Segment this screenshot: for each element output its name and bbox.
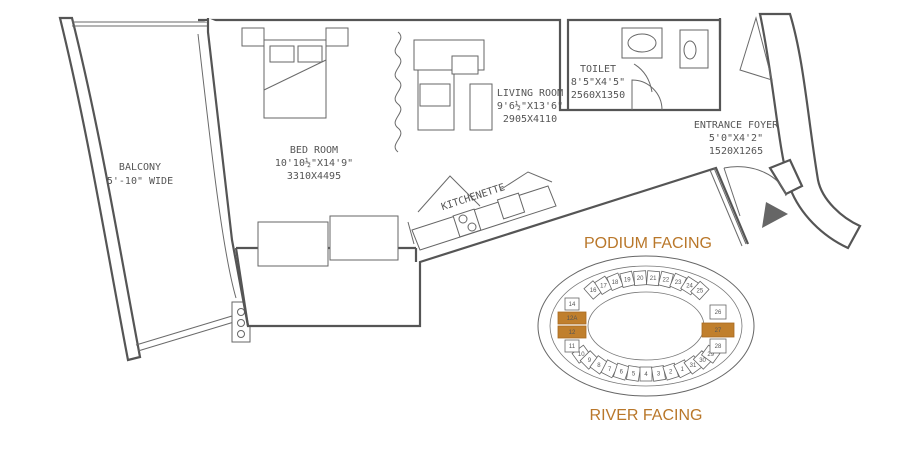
seat-label-23: 23: [675, 280, 682, 286]
seat-label-4: 4: [644, 372, 648, 378]
entry-arrow: [762, 202, 788, 228]
seat-label-19: 19: [624, 277, 631, 283]
balcony: [58, 16, 251, 362]
seat-label-29: 29: [707, 352, 714, 358]
entrance-structure: [723, 12, 862, 250]
seat-label-24: 24: [686, 284, 693, 290]
seat-block-20: [633, 270, 648, 286]
balcony-label: BALCONY 5'-10" WIDE: [107, 162, 173, 187]
seat-label-25: 25: [696, 288, 703, 294]
seat-block-12A: [557, 311, 587, 325]
seat-label-12A: 12A: [567, 316, 578, 322]
seat-label-31: 31: [690, 363, 697, 369]
living-room-label: LIVING ROOM 9'6½"X13'6" 2905X4110: [497, 88, 563, 125]
seat-label-21: 21: [650, 276, 657, 282]
bedroom-furniture: [241, 27, 402, 267]
svg-text:3310X4495: 3310X4495: [287, 171, 341, 182]
svg-text:9'6½"X13'6": 9'6½"X13'6": [497, 100, 563, 112]
seat-label-12: 12: [569, 330, 576, 336]
toilet-fixtures: [621, 27, 709, 111]
seat-block-19: [619, 270, 636, 289]
svg-text:BALCONY: BALCONY: [119, 162, 161, 173]
seat-label-14: 14: [569, 302, 576, 308]
seat-label-1: 1: [681, 367, 685, 373]
seat-label-30: 30: [699, 358, 706, 364]
podium-facing-label: PODIUM FACING: [584, 235, 712, 252]
svg-text:LIVING ROOM: LIVING ROOM: [497, 88, 563, 99]
seat-label-20: 20: [637, 276, 644, 282]
seat-label-16: 16: [590, 288, 597, 294]
seat-label-3: 3: [657, 371, 661, 377]
seat-label-8: 8: [597, 363, 601, 369]
svg-text:2560X1350: 2560X1350: [571, 90, 625, 101]
stadium-field: [587, 291, 705, 361]
seat-label-11: 11: [569, 344, 576, 350]
svg-text:BED ROOM: BED ROOM: [290, 145, 338, 156]
svg-text:1520X1265: 1520X1265: [709, 146, 763, 157]
seat-block-11: [564, 339, 580, 353]
seat-label-18: 18: [612, 280, 619, 286]
seat-label-9: 9: [588, 358, 592, 364]
seat-block-4: [639, 366, 653, 382]
seat-label-28: 28: [715, 344, 722, 350]
seat-block-25: [690, 280, 710, 301]
svg-text:5'0"X4'2": 5'0"X4'2": [709, 133, 763, 144]
seat-label-17: 17: [600, 283, 607, 289]
seat-label-6: 6: [620, 370, 624, 376]
seat-block-6: [612, 362, 630, 381]
svg-text:8'5"X4'5": 8'5"X4'5": [571, 77, 625, 88]
seat-label-10: 10: [578, 352, 585, 358]
seat-label-27: 27: [715, 328, 722, 334]
seat-label-5: 5: [632, 371, 636, 377]
kitchenette-counter: [407, 171, 557, 251]
entrance-foyer-label: ENTRANCE FOYER 5'0"X4'2" 1520X1265: [694, 120, 779, 157]
seat-block-26: [709, 304, 727, 320]
svg-text:ENTRANCE FOYER: ENTRANCE FOYER: [694, 120, 779, 131]
seat-label-2: 2: [669, 370, 673, 376]
seat-block-18: [606, 272, 624, 292]
seat-label-7: 7: [608, 367, 612, 373]
svg-text:5'-10" WIDE: 5'-10" WIDE: [107, 176, 173, 187]
river-facing-label: RIVER FACING: [590, 407, 703, 424]
seat-label-26: 26: [715, 310, 722, 316]
seat-block-28: [709, 338, 727, 354]
seat-block-5: [626, 365, 641, 382]
svg-text:TOILET: TOILET: [580, 64, 616, 75]
seat-block-21: [646, 270, 661, 287]
toilet-label: TOILET 8'5"X4'5" 2560X1350: [571, 64, 625, 101]
seat-block-12: [557, 325, 587, 339]
living-furniture: [413, 39, 493, 131]
seat-block-27: [701, 322, 735, 338]
bedroom-label: BED ROOM 10'10½"X14'9" 3310X4495: [275, 145, 353, 182]
svg-text:2905X4110: 2905X4110: [503, 114, 557, 125]
svg-text:10'10½"X14'9": 10'10½"X14'9": [275, 157, 353, 169]
seat-label-22: 22: [663, 278, 670, 284]
seat-block-14: [564, 297, 580, 311]
